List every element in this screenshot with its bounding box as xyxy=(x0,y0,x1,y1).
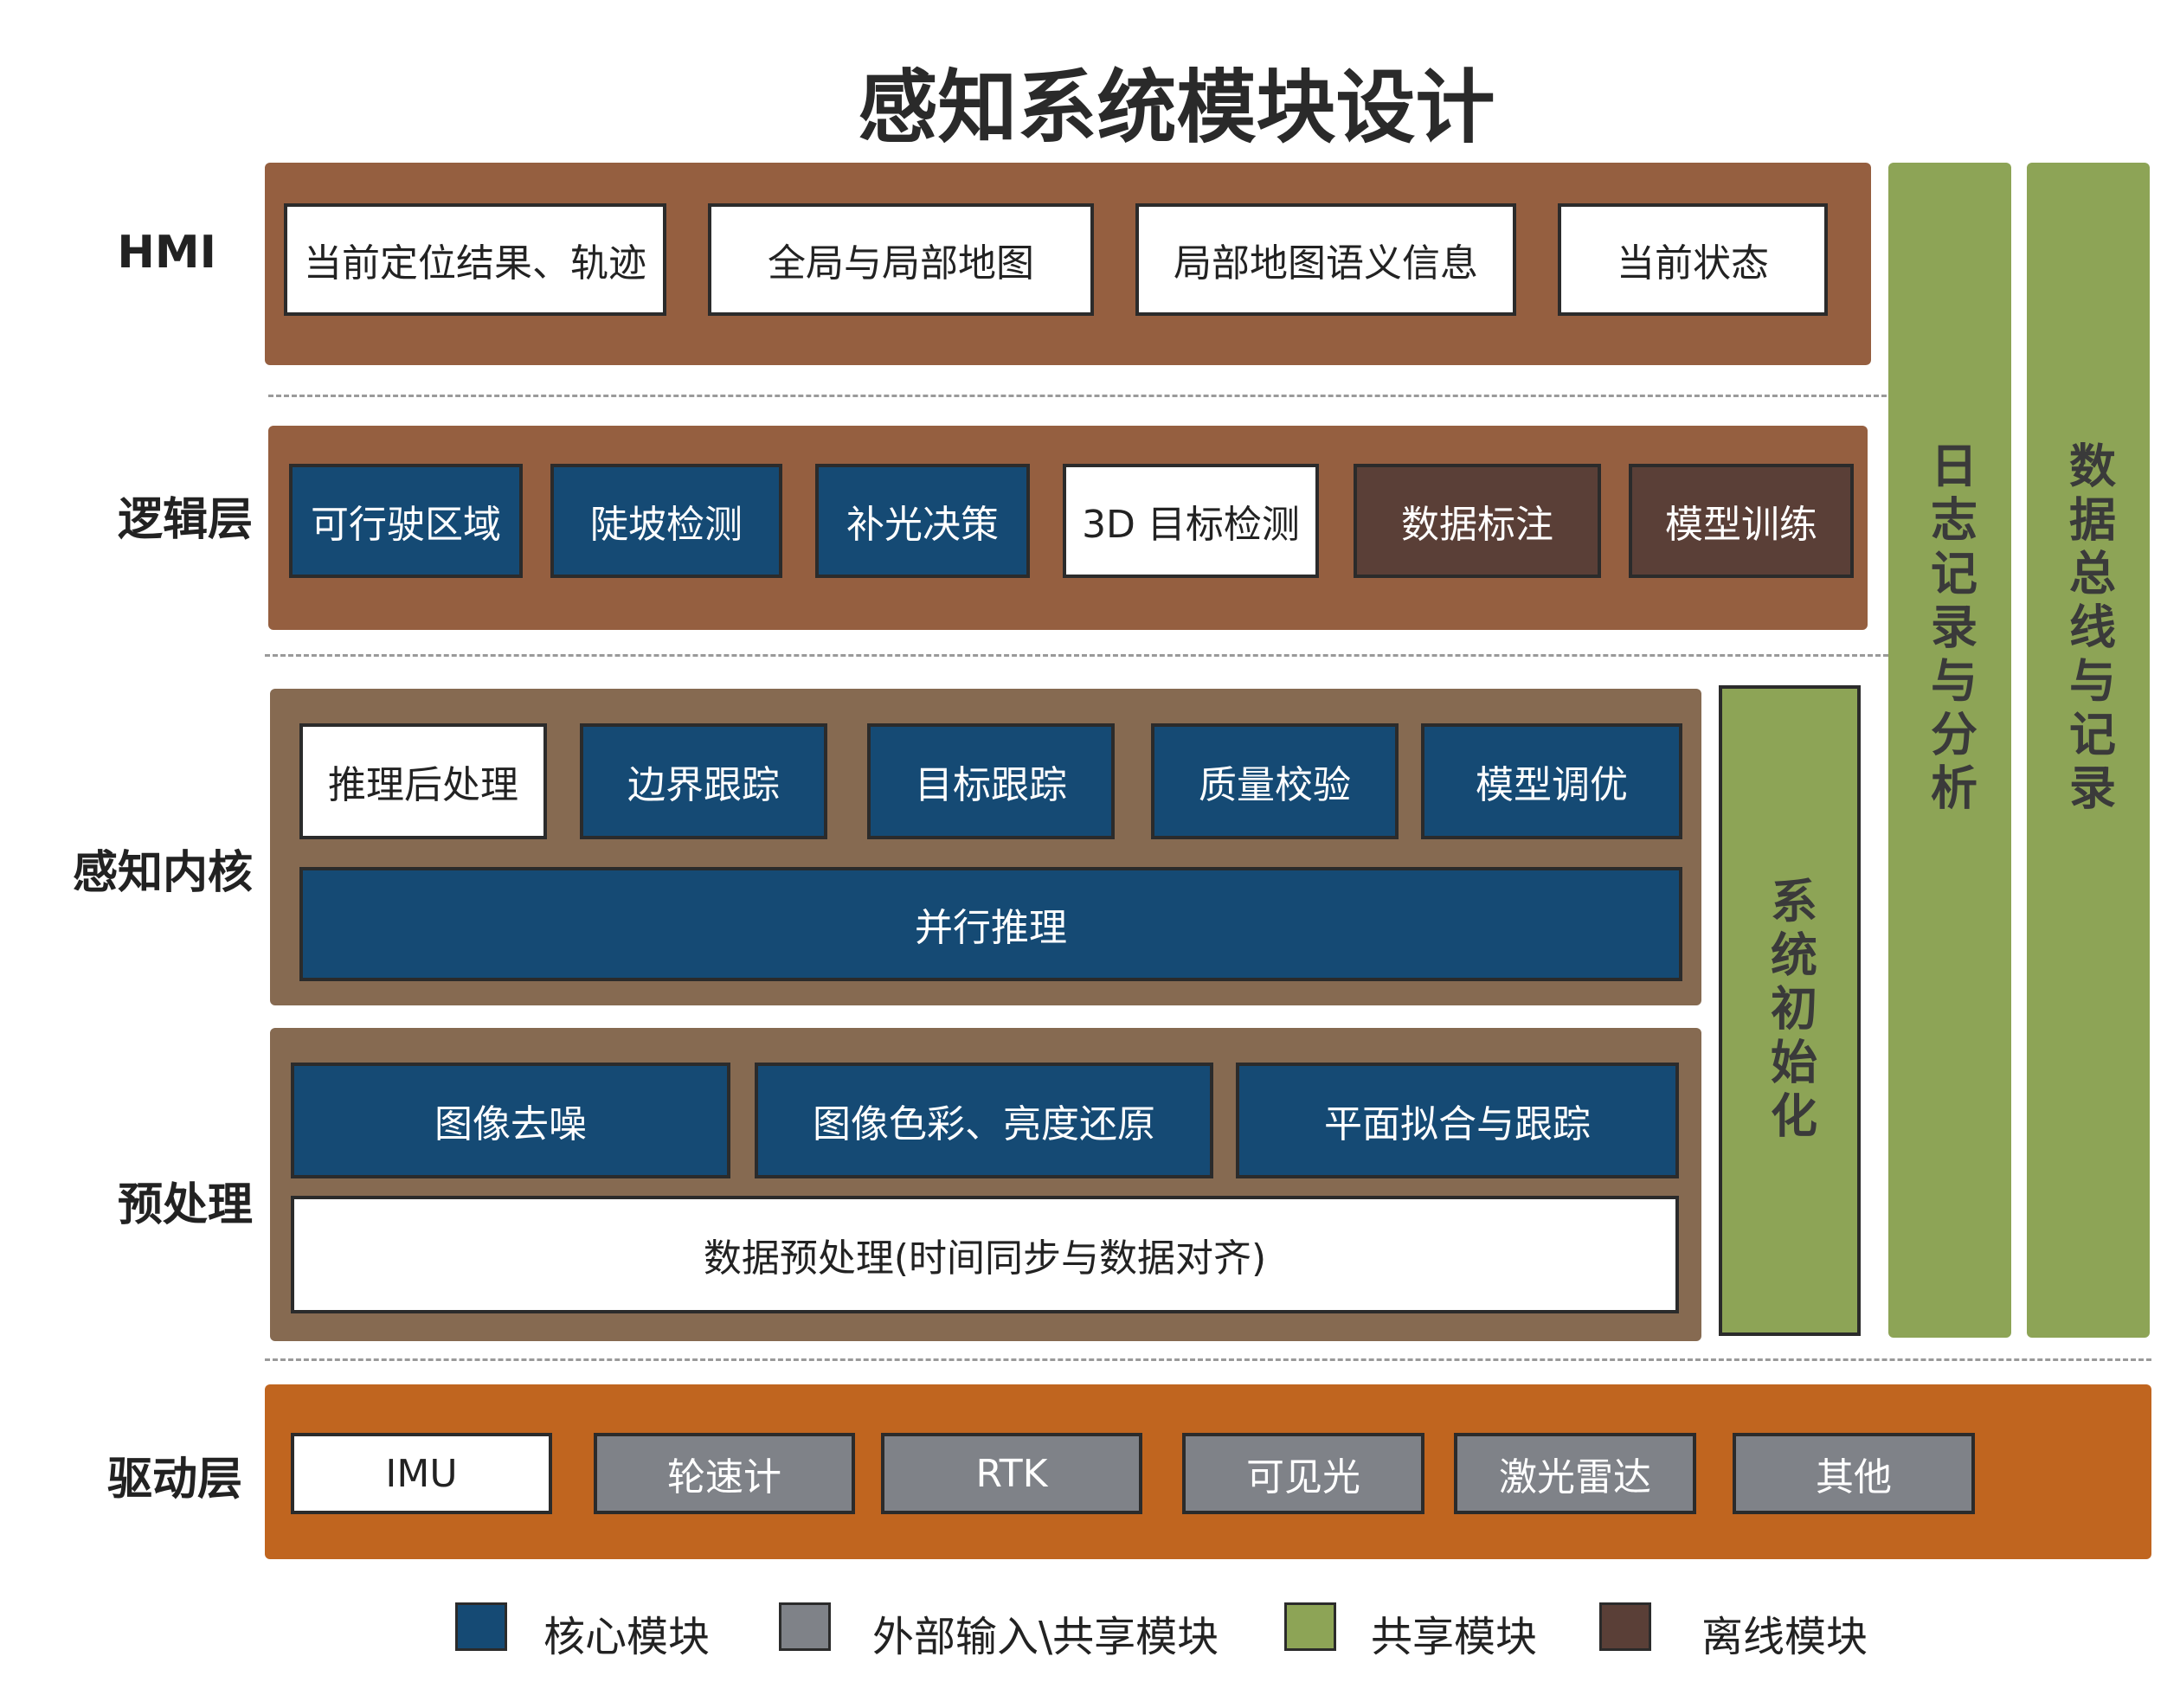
hmi-box-localization: 当前定位结果、轨迹 xyxy=(284,203,666,316)
driver-box-other: 其他 xyxy=(1733,1433,1975,1514)
driver-box-imu: IMU xyxy=(291,1433,552,1514)
legend-label-core: 核心模块 xyxy=(543,1613,711,1661)
divider xyxy=(265,654,1888,657)
log-column: 日志记录与分析 xyxy=(1888,163,2011,1338)
hmi-box-maps: 全局与局部地图 xyxy=(708,203,1094,316)
driver-box-lidar: 激光雷达 xyxy=(1454,1433,1696,1514)
legend-swatch-external xyxy=(779,1602,831,1651)
driver-box-wheel-speed: 轮速计 xyxy=(594,1433,855,1514)
layer-label-kernel: 感知内核 xyxy=(72,847,253,899)
kernel-box-quality: 质量校验 xyxy=(1151,723,1399,839)
log-label: 日志记录与分析 xyxy=(1922,441,1977,817)
legend-label-shared: 共享模块 xyxy=(1371,1613,1538,1661)
layer-label-hmi: HMI xyxy=(117,227,216,279)
logic-box-light: 补光决策 xyxy=(815,464,1030,578)
driver-box-visible: 可见光 xyxy=(1182,1433,1424,1514)
preprocess-box-plane: 平面拟合与跟踪 xyxy=(1236,1063,1679,1178)
legend-label-offline: 离线模块 xyxy=(1701,1613,1868,1661)
kernel-box-tuning: 模型调优 xyxy=(1421,723,1682,839)
driver-box-rtk: RTK xyxy=(881,1433,1142,1514)
hmi-box-status: 当前状态 xyxy=(1558,203,1828,316)
layer-label-driver: 驱动层 xyxy=(106,1454,242,1506)
kernel-box-target-tracking: 目标跟踪 xyxy=(867,723,1115,839)
bus-column: 数据总线与记录 xyxy=(2027,163,2150,1338)
system-init-label: 系统初始化 xyxy=(1762,876,1817,1145)
kernel-box-parallel-inference: 并行推理 xyxy=(299,867,1682,981)
legend-swatch-offline xyxy=(1599,1602,1651,1651)
legend-swatch-core xyxy=(455,1602,507,1651)
logic-box-labeling: 数据标注 xyxy=(1354,464,1601,578)
logic-box-drivable: 可行驶区域 xyxy=(289,464,523,578)
preprocess-box-denoise: 图像去噪 xyxy=(291,1063,730,1178)
kernel-box-boundary-tracking: 边界跟踪 xyxy=(580,723,827,839)
preprocess-box-data: 数据预处理(时间同步与数据对齐) xyxy=(291,1196,1679,1313)
legend-swatch-shared xyxy=(1284,1602,1336,1651)
preprocess-box-color: 图像色彩、亮度还原 xyxy=(755,1063,1213,1178)
layer-label-logic: 逻辑层 xyxy=(117,494,253,546)
divider xyxy=(265,1358,2151,1361)
bus-label: 数据总线与记录 xyxy=(2061,441,2116,817)
legend-label-external: 外部输入\共享模块 xyxy=(872,1613,1219,1661)
layer-label-preprocess: 预处理 xyxy=(117,1179,253,1231)
hmi-box-semantic: 局部地图语义信息 xyxy=(1135,203,1516,316)
logic-box-training: 模型训练 xyxy=(1629,464,1854,578)
page-title: 感知系统模块设计 xyxy=(858,61,1495,154)
kernel-box-postprocess: 推理后处理 xyxy=(299,723,547,839)
system-init-column: 系统初始化 xyxy=(1719,685,1861,1336)
divider xyxy=(268,395,1887,397)
logic-box-3d-detection: 3D 目标检测 xyxy=(1063,464,1319,578)
logic-box-slope: 陡坡检测 xyxy=(550,464,782,578)
